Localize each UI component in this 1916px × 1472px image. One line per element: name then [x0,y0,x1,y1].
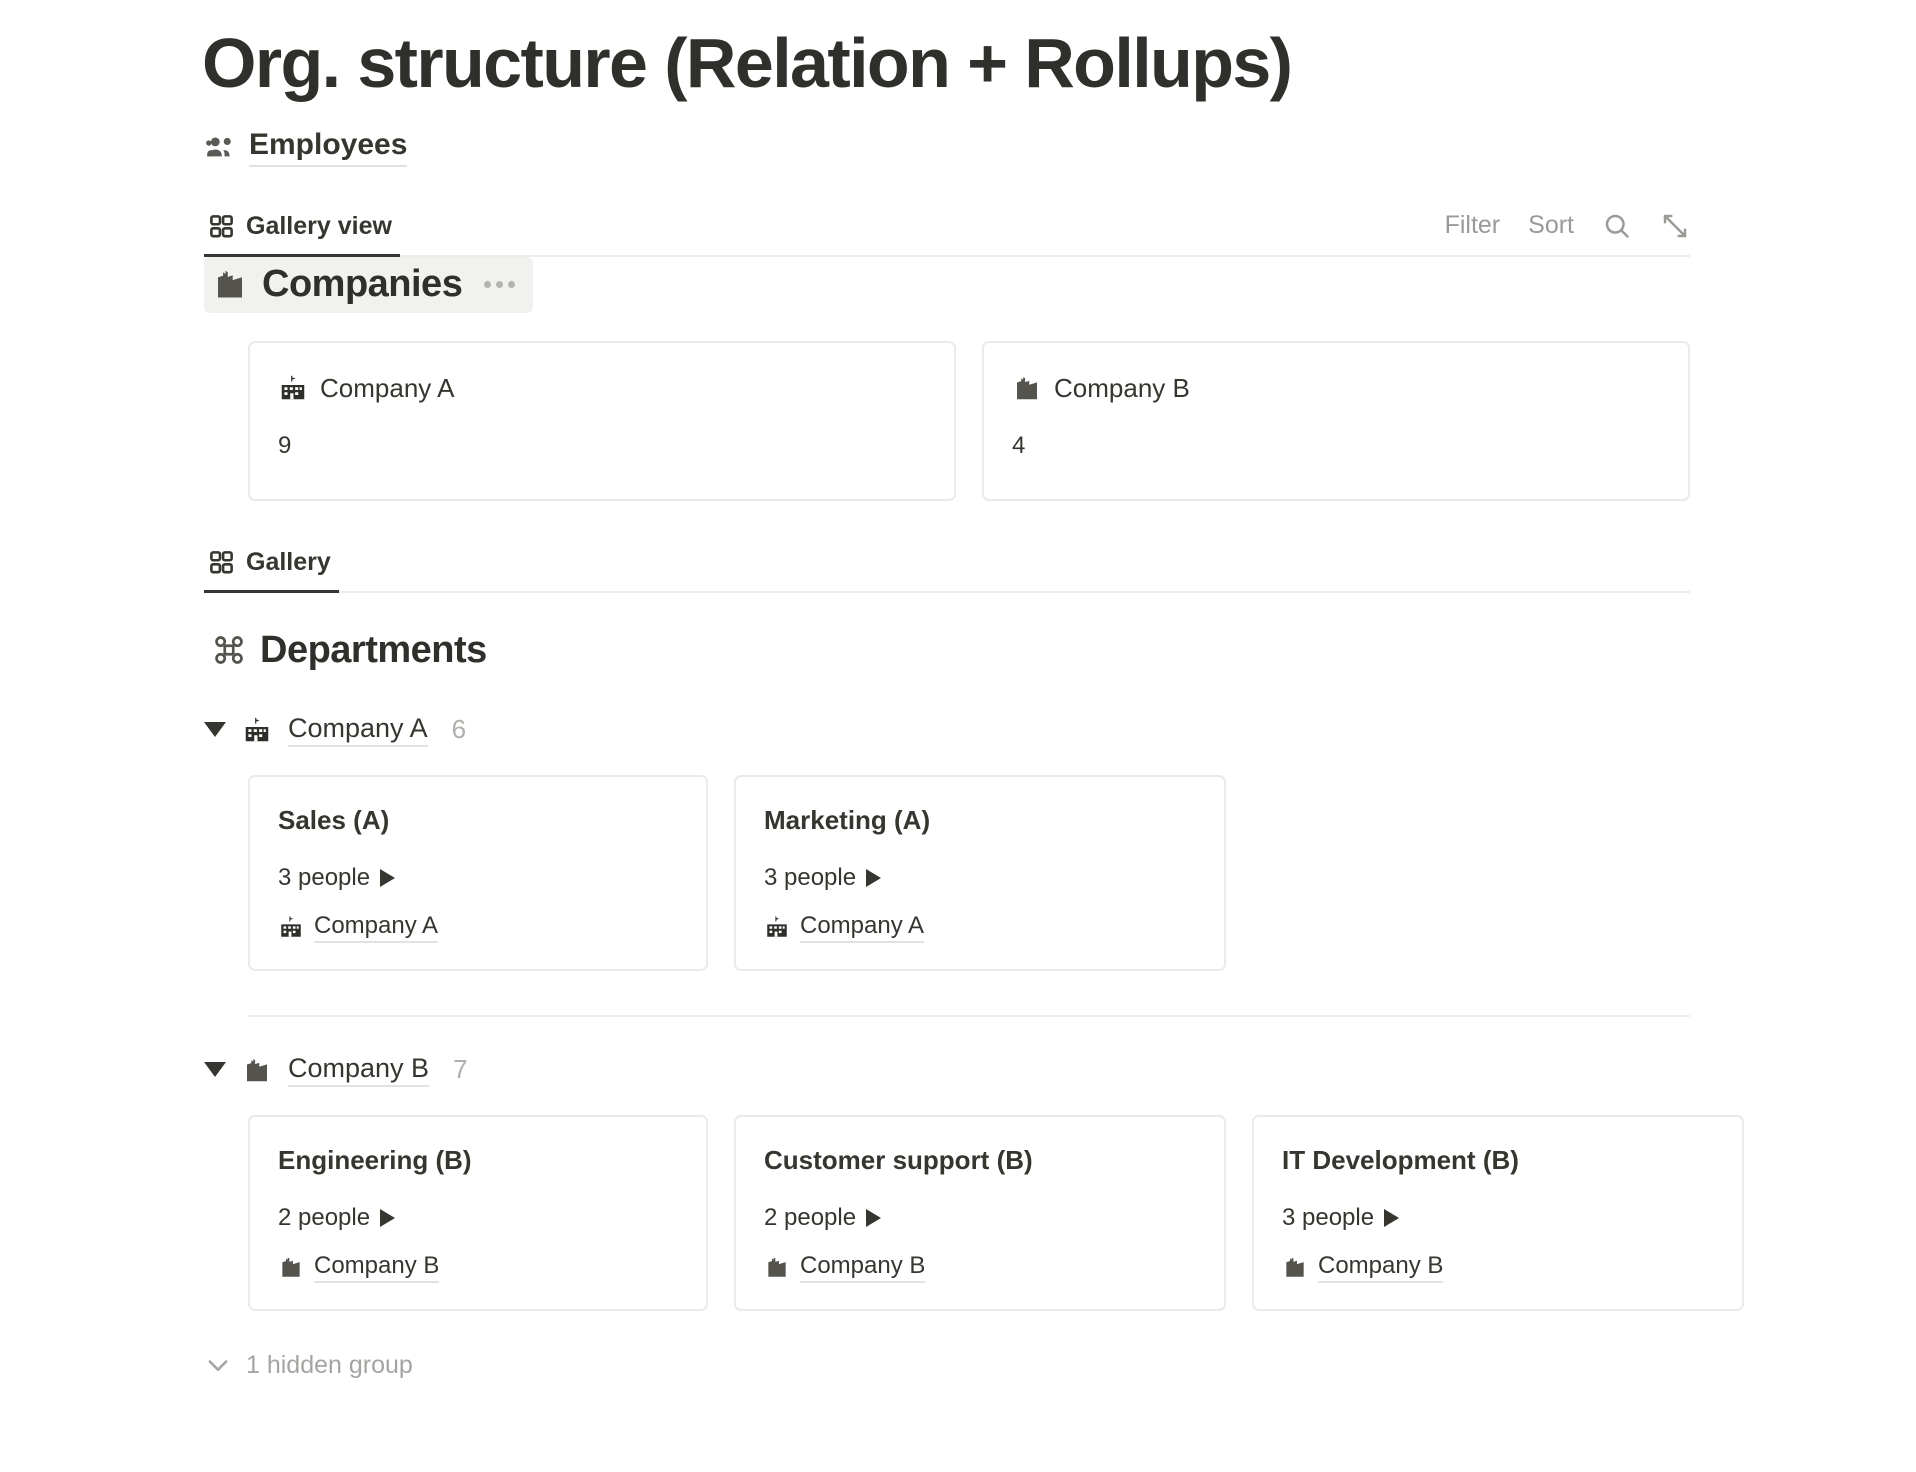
department-relation[interactable]: Company B [764,1252,926,1283]
company-card-count: 9 [278,431,292,459]
employees-database-link[interactable]: Employees [204,126,408,167]
company-card[interactable]: Company B 4 [982,340,1690,501]
group-label[interactable]: Company A [288,713,428,747]
group-count: 6 [451,714,467,745]
factory-building-icon [1282,1254,1308,1280]
view-tab-list: Gallery view [204,195,400,257]
company-card-title: Company A [320,372,455,403]
people-group-icon [204,130,238,164]
department-relation-label: Company B [800,1252,926,1283]
sort-button[interactable]: Sort [1528,211,1574,240]
group-count: 7 [453,1054,468,1085]
triangle-down-icon[interactable] [204,722,226,738]
departments-card-grid-a: Sales (A) 3 people [248,774,1916,971]
department-card-title: Customer support (B) [764,1144,1033,1175]
department-card-title: Sales (A) [278,804,390,835]
company-card[interactable]: Company A 9 [248,340,956,501]
factory-building-icon [764,1254,790,1280]
factory-building-icon [1012,373,1042,403]
department-relation-label: Company B [1318,1252,1444,1283]
gallery-tab-list: Gallery [204,535,339,593]
command-icon [212,633,246,667]
department-relation[interactable]: Company B [1282,1252,1444,1283]
school-building-icon [764,914,790,940]
hidden-group-label: 1 hidden group [246,1350,413,1379]
play-triangle-icon[interactable] [866,1208,882,1227]
expand-diagonal-icon[interactable] [1660,211,1690,241]
department-relation-label: Company B [314,1252,440,1283]
department-card-people: 2 people [764,1204,1196,1232]
department-card-people: 3 people [1282,1204,1714,1232]
ellipsis-icon[interactable] [484,280,516,288]
group-header-company-a[interactable]: Company A 6 [204,713,1916,747]
school-building-icon [278,914,304,940]
play-triangle-icon[interactable] [380,1208,396,1227]
department-relation-label: Company A [800,912,925,943]
page-title: Org. structure (Relation + Rollups) [202,24,1293,102]
tab-gallery[interactable]: Gallery [204,548,339,593]
departments-card-grid-b: Engineering (B) 2 people Company B Custo… [248,1114,1916,1311]
company-card-header: Company B [1012,373,1660,404]
department-card-title: IT Development (B) [1282,1144,1519,1175]
people-count-label: 3 people [764,863,857,891]
company-card-header: Company A [278,373,926,404]
companies-section-header[interactable]: Companies [204,256,534,313]
group-divider [248,1014,1690,1017]
people-count-label: 3 people [1282,1203,1375,1231]
people-count-label: 2 people [278,1203,371,1231]
group-label[interactable]: Company B [288,1053,430,1087]
employees-link-label: Employees [249,126,408,167]
group-header-company-b[interactable]: Company B 7 [204,1053,1916,1087]
tab-gallery-label: Gallery [246,547,331,576]
view-toolbar: Gallery view Filter Sort [204,195,1690,257]
factory-building-icon [212,266,248,302]
department-card[interactable]: Customer support (B) 2 people Company B [734,1114,1226,1311]
gallery-grid-icon [208,213,235,240]
departments-section-title: Departments [260,628,487,671]
tab-gallery-view-label: Gallery view [246,211,392,240]
play-triangle-icon[interactable] [866,868,882,887]
department-relation-label: Company A [314,912,439,943]
page-root: Org. structure (Relation + Rollups) Empl… [202,24,1916,1380]
companies-section-title: Companies [262,262,463,305]
department-relation[interactable]: Company A [764,912,925,943]
departments-section-header[interactable]: Departments [204,623,505,679]
department-card-title: Marketing (A) [764,804,931,835]
people-count-label: 3 people [278,863,371,891]
department-card[interactable]: IT Development (B) 3 people Company B [1252,1114,1744,1311]
view-actions: Filter Sort [1445,211,1690,255]
gallery-grid-icon [208,549,235,576]
department-card-people: 3 people [278,864,678,892]
school-building-icon [278,373,308,403]
filter-button[interactable]: Filter [1444,211,1501,240]
chevron-down-icon [204,1351,232,1379]
hidden-group-toggle[interactable]: 1 hidden group [204,1351,1916,1380]
factory-building-icon [278,1254,304,1280]
department-card[interactable]: Marketing (A) 3 people [734,774,1226,971]
triangle-down-icon[interactable] [204,1062,226,1078]
people-count-label: 2 people [764,1203,857,1231]
company-card-title: Company B [1054,372,1190,403]
search-icon[interactable] [1602,211,1632,241]
play-triangle-icon[interactable] [380,868,396,887]
play-triangle-icon[interactable] [1384,1208,1400,1227]
tab-gallery-view[interactable]: Gallery view [204,212,400,257]
school-building-icon [242,715,272,745]
department-card-people: 3 people [764,864,1196,892]
department-relation[interactable]: Company A [278,912,439,943]
department-card[interactable]: Engineering (B) 2 people Company B [248,1114,708,1311]
department-card[interactable]: Sales (A) 3 people [248,774,708,971]
department-card-title: Engineering (B) [278,1144,472,1175]
gallery-view-toolbar: Gallery [204,535,1690,593]
companies-card-grid: Company A 9 Company B 4 [248,340,1916,501]
company-card-count: 4 [1012,431,1026,459]
department-card-people: 2 people [278,1204,678,1232]
department-relation[interactable]: Company B [278,1252,440,1283]
factory-building-icon [242,1055,272,1085]
